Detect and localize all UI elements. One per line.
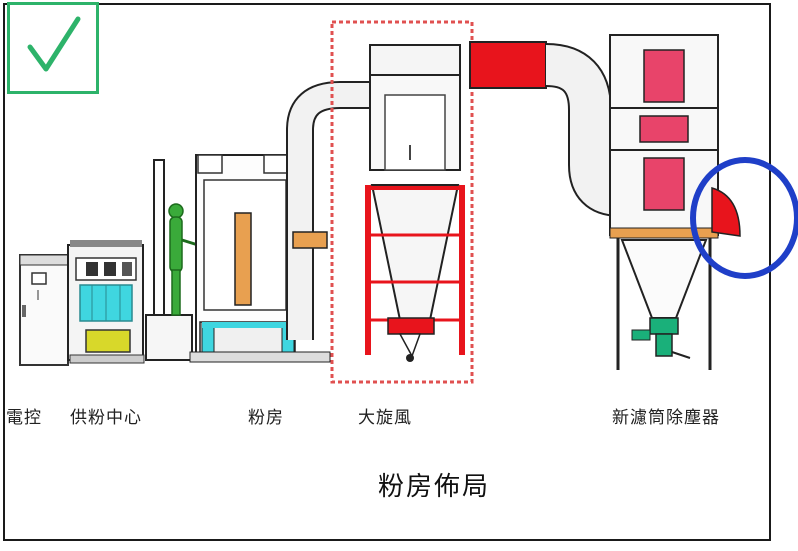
- duct-cyclone-to-filter: [469, 41, 622, 217]
- cyclone-unit: [365, 44, 465, 362]
- cyclone-highlight-box: [330, 20, 474, 384]
- label-supply-center: 供粉中心: [70, 408, 142, 428]
- check-badge: [7, 2, 99, 94]
- label-filter: 新濾筒除塵器: [612, 408, 720, 428]
- powder-supply-center: [67, 240, 145, 364]
- check-mark-icon: [27, 16, 81, 72]
- control-cabinet: [19, 254, 69, 366]
- diagram-title: 粉房佈局: [378, 472, 491, 502]
- cartridge-dust-collector: [609, 34, 741, 370]
- duct-booth-to-cyclone: [286, 81, 370, 340]
- powder-booth: [145, 154, 331, 363]
- label-booth: 粉房: [248, 408, 284, 428]
- label-control: 電控: [6, 408, 42, 428]
- annotation-circle: [690, 157, 798, 279]
- label-cyclone: 大旋風: [358, 408, 412, 428]
